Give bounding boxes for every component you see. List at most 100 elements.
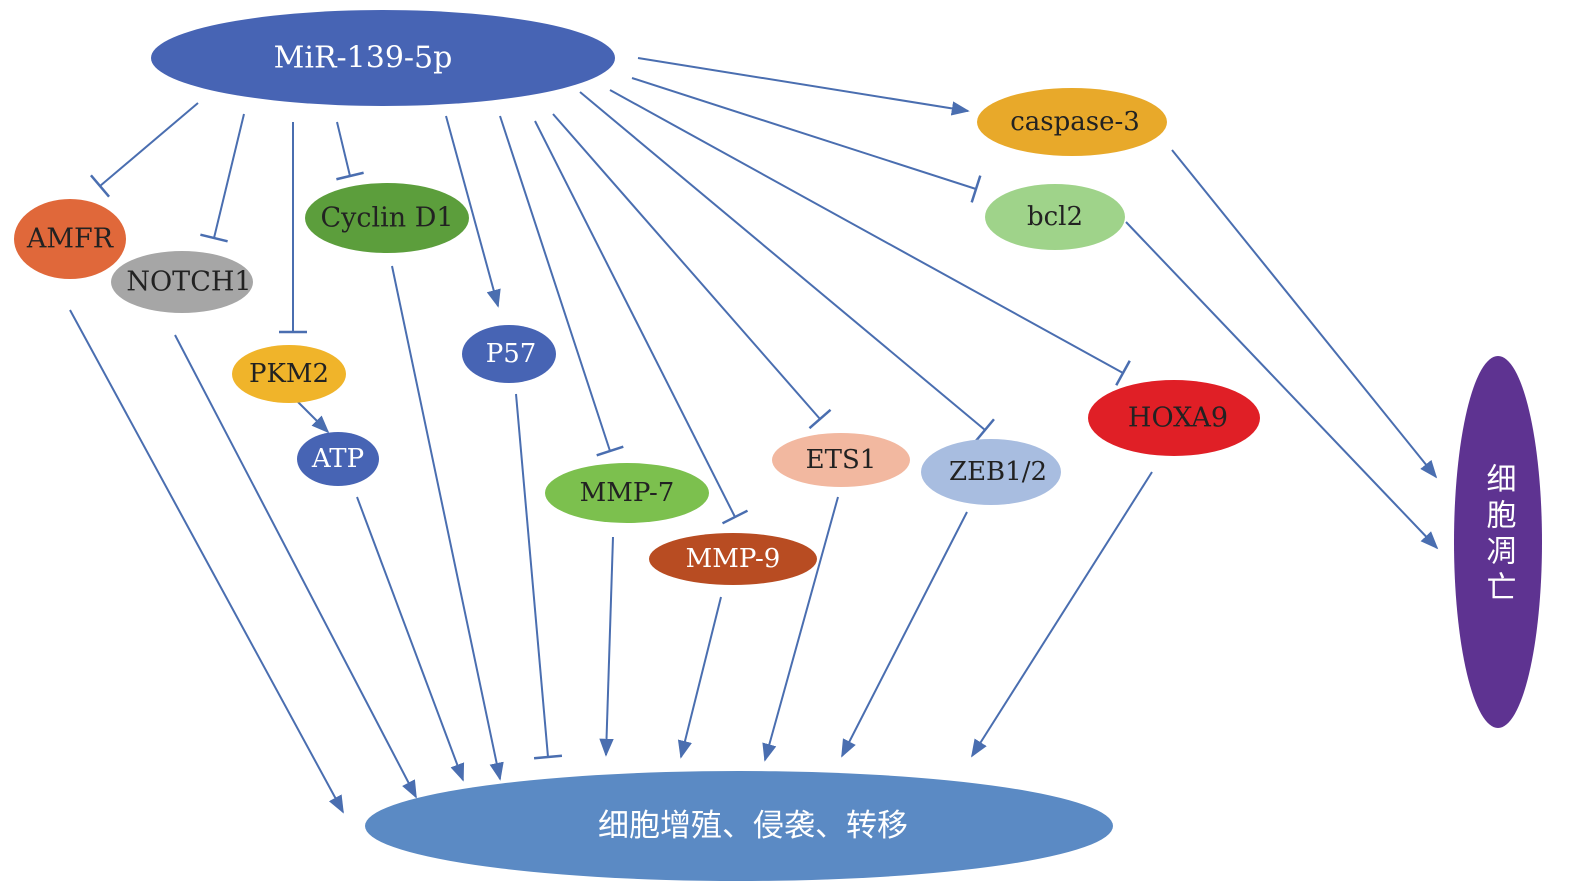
inhibition-bar bbox=[596, 445, 624, 457]
edge-line bbox=[174, 334, 417, 799]
node-hoxa9-label: HOXA9 bbox=[1128, 403, 1228, 434]
node-mir-label: MiR-139-5p bbox=[274, 41, 453, 76]
edge-line bbox=[841, 511, 968, 758]
edge-line bbox=[677, 596, 722, 759]
inhibition-bar bbox=[970, 175, 982, 203]
node-zeb-label: ZEB1/2 bbox=[949, 457, 1047, 487]
node-p57-shape bbox=[462, 325, 556, 383]
edge-pkm2-to-atp-arrow bbox=[297, 401, 330, 434]
node-proliferation: 细胞增殖、侵袭、转移 bbox=[365, 771, 1113, 881]
node-hoxa9: HOXA9 bbox=[1088, 380, 1260, 456]
edge-line bbox=[99, 102, 199, 187]
node-mir-shape bbox=[151, 10, 615, 106]
node-atp-label: ATP bbox=[311, 444, 364, 474]
edges-layer bbox=[69, 57, 1439, 814]
edge-line bbox=[445, 115, 501, 308]
node-notch1-label: NOTCH1 bbox=[126, 267, 251, 298]
edge-mir-to-bcl2-inhibit bbox=[631, 77, 982, 203]
node-mmp9-label: MMP-9 bbox=[686, 544, 781, 574]
node-ets1-label: ETS1 bbox=[806, 445, 877, 475]
edge-line bbox=[609, 89, 1124, 374]
edge-line bbox=[69, 309, 344, 814]
edge-ets1-to-proliferation-arrow bbox=[762, 496, 839, 762]
node-pkm2: PKM2 bbox=[232, 345, 346, 403]
node-notch1-shape bbox=[111, 251, 253, 313]
edge-mir-to-hoxa9-inhibit bbox=[609, 89, 1131, 386]
node-zeb1-2: ZEB1/2 bbox=[921, 439, 1061, 505]
node-mmp-9: MMP-9 bbox=[649, 533, 817, 585]
node-ets1: ETS1 bbox=[772, 433, 910, 487]
node-notch1: NOTCH1 bbox=[111, 251, 253, 313]
edge-mir-to-caspase-arrow bbox=[637, 57, 970, 116]
inhibition-bar bbox=[975, 418, 995, 442]
edge-mir-to-mmp9-inhibit bbox=[534, 120, 749, 525]
node-pkm2-shape bbox=[232, 345, 346, 403]
edge-atp-to-proliferation-arrow bbox=[356, 496, 465, 782]
node-hoxa9-shape bbox=[1088, 380, 1260, 456]
node-mmp-7: MMP-7 bbox=[545, 463, 709, 523]
edge-mmp9-to-proliferation-arrow bbox=[677, 596, 722, 759]
edge-line bbox=[599, 536, 614, 757]
edge-p57-to-proliferation-inhibit bbox=[515, 393, 563, 760]
node-cyclin-d1: Cyclin D1 bbox=[305, 183, 469, 253]
edge-mir-to-ets1-inhibit bbox=[552, 113, 832, 430]
node-caspase-shape bbox=[977, 88, 1167, 156]
edge-zeb-to-proliferation-arrow bbox=[841, 511, 968, 758]
edge-mir-to-p57-arrow bbox=[445, 115, 501, 308]
node-pkm2-label: PKM2 bbox=[249, 359, 329, 389]
inhibition-bar bbox=[89, 174, 111, 198]
edge-amfr-to-proliferation-arrow bbox=[69, 309, 344, 814]
edge-line bbox=[1171, 149, 1438, 479]
edge-mir-to-pkm2-inhibit bbox=[279, 122, 307, 334]
node-mmp9-shape bbox=[649, 533, 817, 585]
inhibition-bar bbox=[1115, 360, 1131, 386]
edge-line bbox=[391, 265, 504, 781]
edge-mmp7-to-proliferation-arrow bbox=[599, 536, 614, 757]
edge-line bbox=[213, 113, 245, 239]
inhibition-bar bbox=[336, 171, 364, 181]
node-apoptosis-label: 细胞凋亡 bbox=[1481, 463, 1517, 607]
node-p57: P57 bbox=[462, 325, 556, 383]
node-mmp7-shape bbox=[545, 463, 709, 523]
edge-cyclin-to-proliferation-arrow bbox=[391, 265, 504, 781]
edge-mir-to-amfr-inhibit bbox=[89, 102, 199, 198]
node-amfr: AMFR bbox=[14, 199, 126, 279]
edge-hoxa9-to-proliferation-arrow bbox=[971, 471, 1153, 758]
node-proliferation-shape bbox=[365, 771, 1113, 881]
node-atp: ATP bbox=[297, 432, 379, 486]
edge-mir-to-cyclin-inhibit bbox=[336, 121, 364, 181]
node-ets1-shape bbox=[772, 433, 910, 487]
node-zeb-shape bbox=[921, 439, 1061, 505]
node-apoptosis: 细胞凋亡 bbox=[1454, 356, 1542, 728]
node-apoptosis-shape bbox=[1454, 356, 1542, 728]
node-p57-label: P57 bbox=[486, 339, 537, 369]
edge-line bbox=[356, 496, 465, 782]
edge-line bbox=[631, 77, 977, 190]
node-mir-139-5p: MiR-139-5p bbox=[151, 10, 615, 106]
edge-line bbox=[1125, 221, 1439, 550]
edge-notch1-to-proliferation-arrow bbox=[174, 334, 417, 799]
node-bcl2: bcl2 bbox=[985, 184, 1125, 250]
edge-mir-to-mmp7-inhibit bbox=[499, 115, 624, 457]
node-amfr-label: AMFR bbox=[26, 224, 114, 255]
node-cyclin-shape bbox=[305, 183, 469, 253]
node-mmp7-label: MMP-7 bbox=[580, 478, 675, 508]
inhibition-bar bbox=[200, 233, 228, 243]
edge-line bbox=[297, 401, 330, 434]
edge-caspase-to-apoptosis-arrow bbox=[1171, 149, 1438, 479]
node-caspase-3: caspase-3 bbox=[977, 88, 1167, 156]
node-amfr-shape bbox=[14, 199, 126, 279]
edge-line bbox=[971, 471, 1153, 758]
edge-line bbox=[637, 57, 970, 116]
node-caspase-label: caspase-3 bbox=[1010, 107, 1140, 137]
node-atp-shape bbox=[297, 432, 379, 486]
edge-mir-to-zeb-inhibit bbox=[579, 91, 995, 442]
inhibition-bar bbox=[808, 408, 832, 430]
inhibition-bar bbox=[533, 754, 563, 760]
node-cyclin-label: Cyclin D1 bbox=[320, 203, 453, 234]
inhibition-bar bbox=[721, 509, 749, 525]
edge-line bbox=[534, 120, 736, 518]
edge-line bbox=[579, 91, 986, 431]
edge-line bbox=[499, 115, 611, 452]
